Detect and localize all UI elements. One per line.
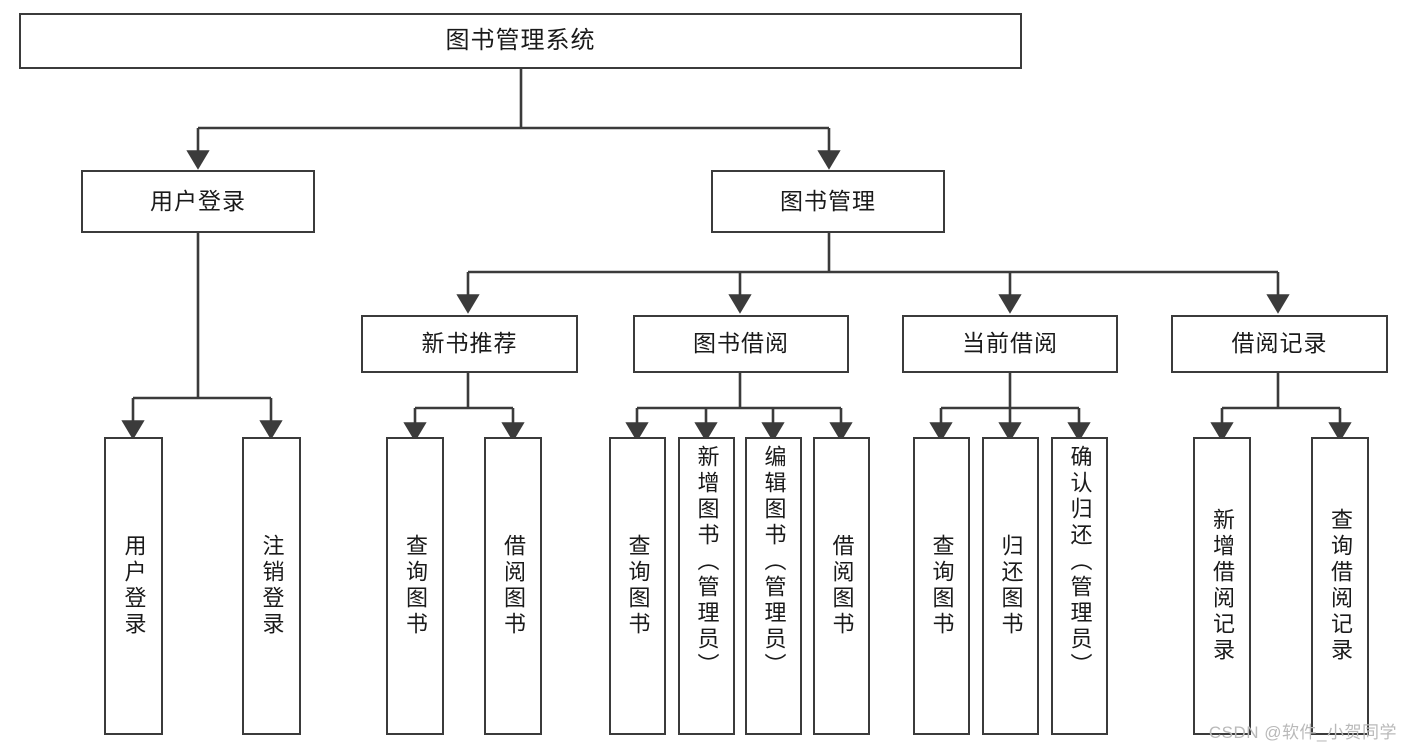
node-label: 归还图书 [998,534,1024,638]
node-label: 查询图书 [929,534,955,638]
node-book-management[interactable]: 图书管理 [711,170,945,233]
leaf-new-book-query-book[interactable]: 查询图书 [386,437,444,735]
node-new-book-recommend[interactable]: 新书推荐 [361,315,578,373]
leaf-current-borrow-query-book[interactable]: 查询图书 [913,437,970,735]
node-label: 图书管理 [780,187,876,214]
node-label: 新增图书（管理员） [694,445,720,679]
node-root-book-management-system[interactable]: 图书管理系统 [19,13,1022,69]
node-label: 借阅图书 [501,534,526,638]
node-label: 确认归还（管理员） [1067,445,1093,679]
node-label: 查询图书 [403,534,428,638]
node-label: 当前借阅 [962,330,1058,357]
leaf-borrow-records-query-record[interactable]: 查询借阅记录 [1311,437,1369,735]
leaf-book-borrow-add-book-admin[interactable]: 新增图书（管理员） [678,437,735,735]
leaf-user-login-login[interactable]: 用户登录 [104,437,163,735]
node-label: 借阅记录 [1231,330,1328,357]
node-label: 借阅图书 [829,534,855,638]
node-label: 注销登录 [259,534,285,638]
leaf-user-login-logout[interactable]: 注销登录 [242,437,301,735]
node-label: 用户登录 [121,534,147,638]
leaf-current-borrow-return-book[interactable]: 归还图书 [982,437,1039,735]
leaf-current-borrow-confirm-return-admin[interactable]: 确认归还（管理员） [1051,437,1108,735]
node-label: 用户登录 [150,187,246,214]
node-label: 图书管理系统 [445,26,596,54]
node-label: 查询图书 [625,534,651,638]
leaf-new-book-borrow-book[interactable]: 借阅图书 [484,437,542,735]
node-book-borrow[interactable]: 图书借阅 [633,315,849,373]
node-label: 编辑图书（管理员） [761,445,787,679]
node-label: 新书推荐 [421,330,518,357]
node-label: 新增借阅记录 [1210,508,1235,664]
node-borrow-records[interactable]: 借阅记录 [1171,315,1388,373]
leaf-book-borrow-borrow-book[interactable]: 借阅图书 [813,437,870,735]
leaf-borrow-records-add-record[interactable]: 新增借阅记录 [1193,437,1251,735]
node-label: 查询借阅记录 [1328,508,1353,664]
csdn-watermark: CSDN @软件_小贺同学 [1208,723,1397,742]
node-user-login[interactable]: 用户登录 [81,170,315,233]
leaf-book-borrow-query-book[interactable]: 查询图书 [609,437,666,735]
leaf-book-borrow-edit-book-admin[interactable]: 编辑图书（管理员） [745,437,802,735]
node-label: 图书借阅 [693,330,789,357]
node-current-borrow[interactable]: 当前借阅 [902,315,1118,373]
